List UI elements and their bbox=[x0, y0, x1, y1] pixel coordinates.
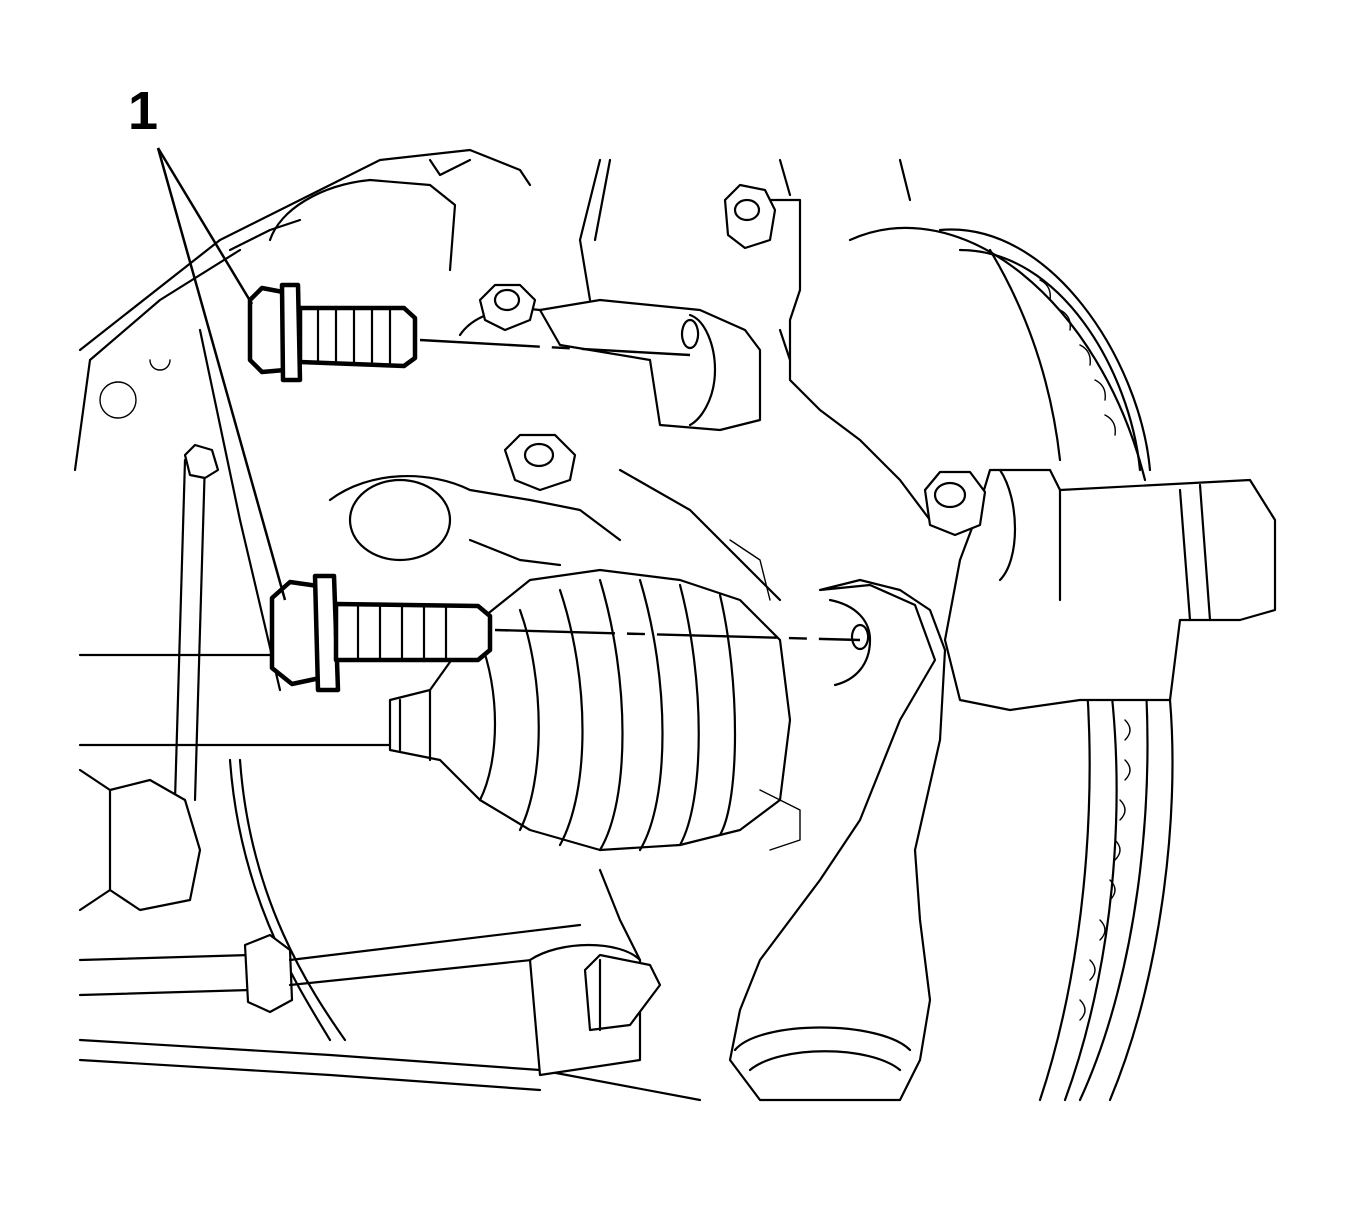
steering-knuckle-icon bbox=[328, 198, 947, 1102]
upper-nut-icon bbox=[478, 183, 777, 492]
callout-label-1: 1 bbox=[128, 81, 159, 141]
tie-rod-icon bbox=[78, 868, 702, 1102]
subframe-icon bbox=[73, 148, 912, 692]
installation-axis-lines bbox=[419, 338, 861, 642]
bolt-lower-icon bbox=[269, 573, 493, 693]
bolt-upper-icon bbox=[247, 282, 418, 383]
callout-leader-lines bbox=[156, 147, 287, 601]
drive-axle-boot-icon bbox=[78, 539, 801, 852]
stabilizer-link-icon bbox=[78, 443, 347, 1042]
brake-caliper-icon bbox=[923, 468, 1277, 712]
